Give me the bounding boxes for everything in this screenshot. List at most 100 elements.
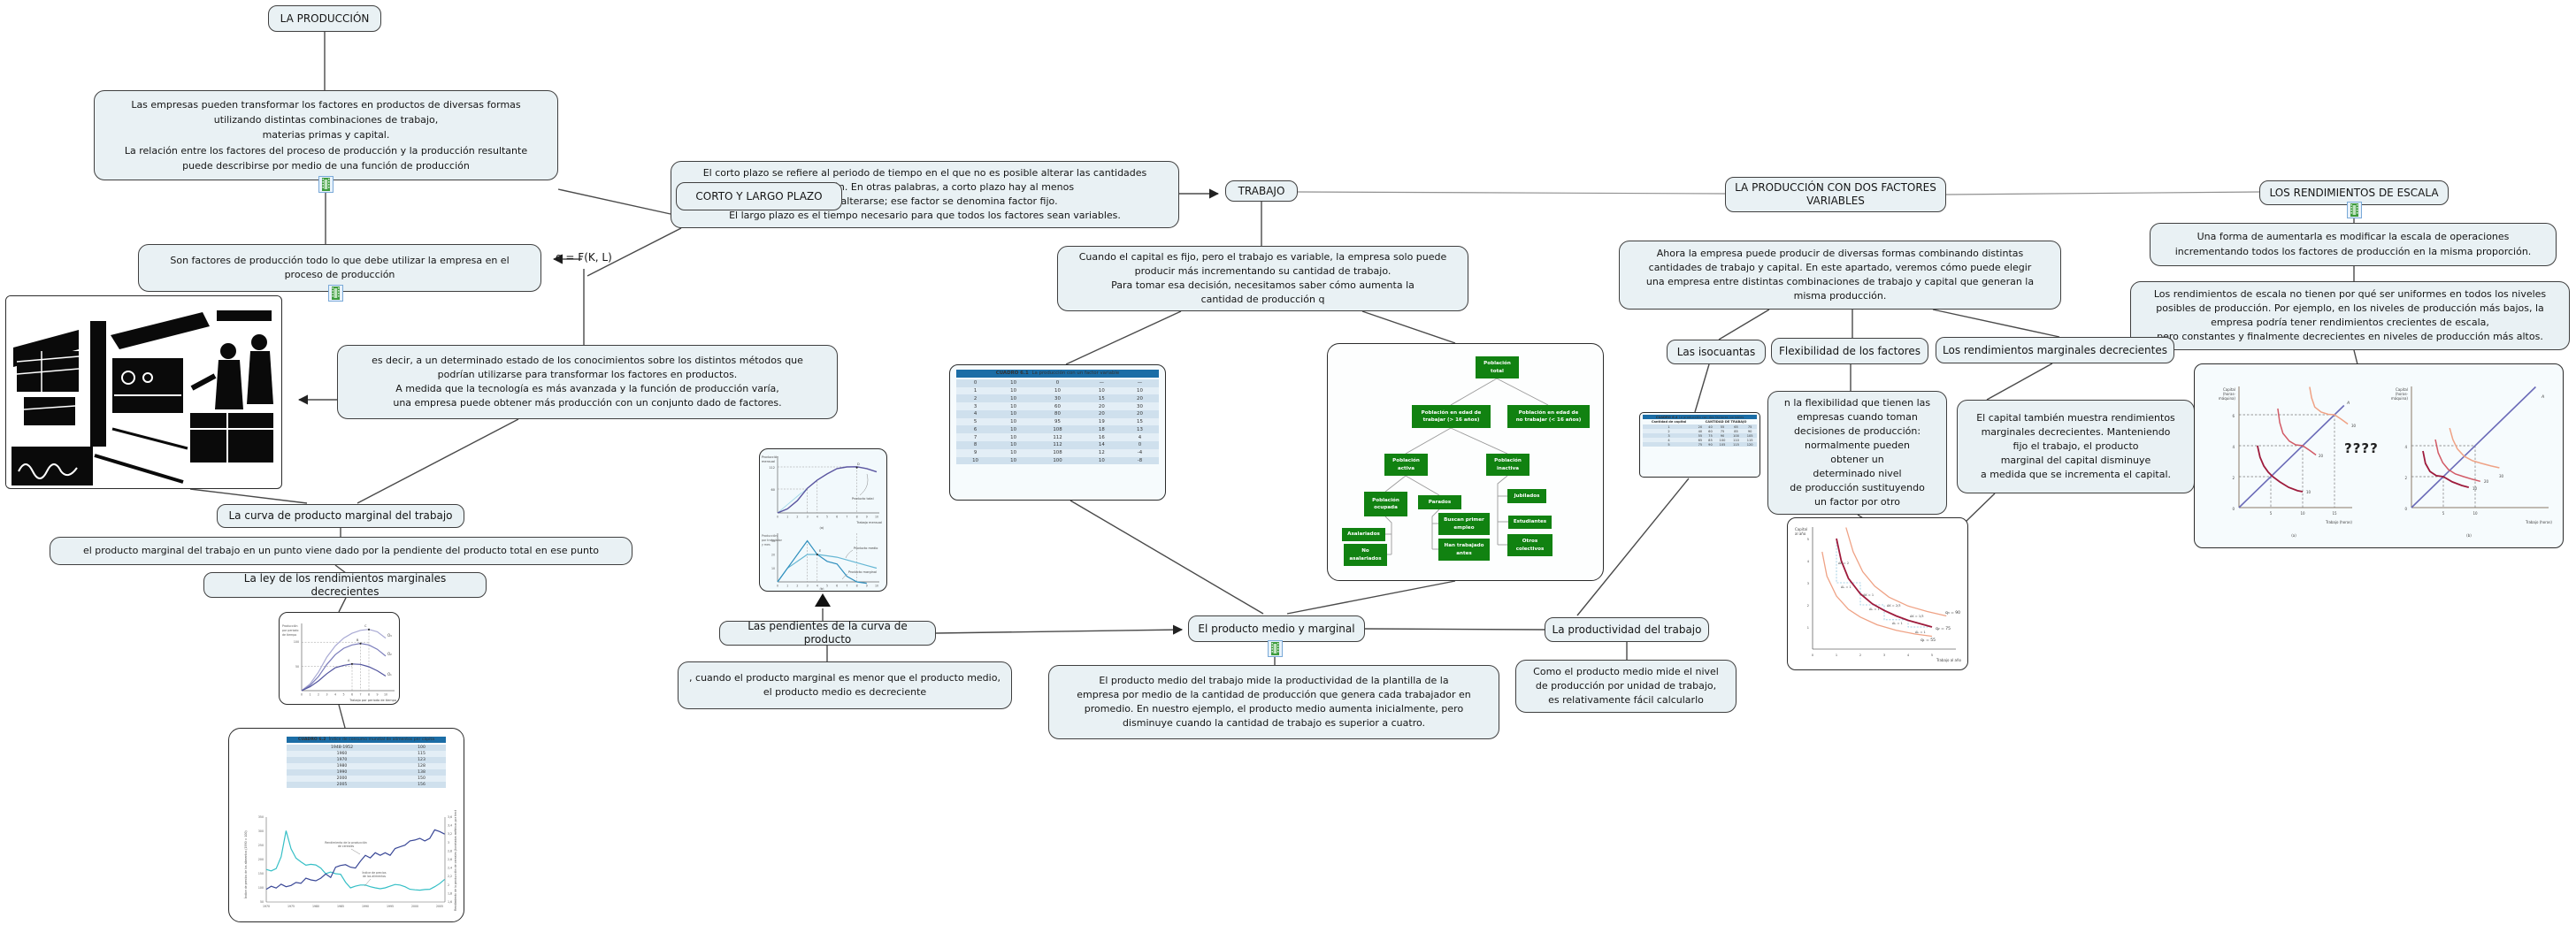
svg-text:de tiempo: de tiempo — [282, 633, 296, 637]
poblacion-flowchart-figure[interactable]: Población total Población en edad de tra… — [1327, 343, 1604, 581]
movie-resource-icon[interactable] — [328, 285, 343, 302]
connector — [338, 704, 346, 729]
textbox-capital-rendimientos-decrecientes[interactable]: El capital también muestra rendimientos … — [1957, 400, 2195, 493]
axis-tick-label: 4 — [1807, 560, 1810, 563]
connector — [334, 564, 347, 574]
movie-resource-icon[interactable] — [2347, 202, 2362, 218]
svg-text:A: A — [2346, 401, 2350, 406]
cuadro-6-1-table-figure[interactable]: CUADRO 6.1 La producción con un factor v… — [949, 364, 1166, 501]
node-isocuantas[interactable]: Las isocuantas — [1667, 340, 1766, 364]
connector — [1070, 500, 1264, 615]
axis-tick-label: 6 — [836, 516, 838, 519]
axis-tick-label: 4 — [1907, 654, 1910, 657]
node-productividad-trabajo[interactable]: La productividad del trabajo — [1545, 617, 1709, 642]
axis-tick-label: 5 — [1931, 654, 1933, 657]
axis-tick-label: 1 — [786, 516, 788, 519]
axis-tick-label: 4 — [2232, 445, 2235, 449]
svg-text:ΔK = 2/3: ΔK = 2/3 — [1887, 604, 1900, 608]
connector — [1694, 363, 1710, 413]
textbox-producto-medio-facil[interactable]: Como el producto medio mide el nivel de … — [1515, 660, 1736, 713]
movie-resource-icon[interactable] — [1268, 640, 1283, 657]
textbox-capital-fijo-trabajo-variable[interactable]: Cuando el capital es fijo, pero el traba… — [1057, 246, 1468, 311]
cuadro-6-2-figure[interactable]: CUADRO 6.2 Índice de consumo mundial de … — [228, 728, 464, 922]
svg-text:(horas-: (horas- — [2396, 392, 2409, 396]
axis-tick-label: 2 — [318, 693, 319, 697]
label-question-marks[interactable]: ???? — [2344, 440, 2379, 456]
axis-tick-label: 5 — [2442, 511, 2445, 516]
textbox-producto-medio-decreciente[interactable]: , cuando el producto marginal es menor q… — [678, 661, 1012, 709]
textbox-flexibilidad-detalle[interactable]: n la flexibilidad que tienen las empresa… — [1767, 391, 1947, 515]
svg-text:q₃ = 90: q₃ = 90 — [1945, 610, 1960, 615]
textbox-producto-medio-detalle[interactable]: El producto medio del trabajo mide la pr… — [1048, 665, 1499, 739]
svg-text:Producto total: Producto total — [852, 497, 874, 501]
textbox-producto-marginal-pendiente[interactable]: el producto marginal del trabajo en un p… — [50, 537, 632, 565]
node-curva-producto-marginal[interactable]: La curva de producto marginal del trabaj… — [217, 504, 464, 528]
textbox-estado-conocimientos[interactable]: es decir, a un determinado estado de los… — [337, 345, 838, 419]
fc-han-trabajado-antes: Han trabajado antes — [1438, 539, 1490, 561]
connector — [189, 488, 308, 504]
producto-total-chart-figure[interactable]: Producción mensual 112 60 D Producto tot… — [759, 448, 887, 592]
connector — [1945, 191, 2260, 195]
svg-text:ΔL = 1: ΔL = 1 — [1841, 585, 1852, 589]
producto-total-chart: Producción mensual 112 60 D Producto tot… — [762, 455, 882, 591]
node-rendimientos-marginales[interactable]: Los rendimientos marginales decrecientes — [1936, 337, 2174, 363]
textbox-empresas-transforman[interactable]: Las empresas pueden transformar los fact… — [94, 90, 558, 180]
svg-text:10: 10 — [2306, 490, 2312, 494]
node-corto-y-largo-plazo[interactable]: CORTO Y LARGO PLAZO — [676, 182, 842, 210]
node-pendientes-curva-producto[interactable]: Las pendientes de la curva de producto — [719, 620, 936, 646]
axis-tick-label: 6 — [2232, 414, 2235, 418]
svg-text:Rendimiento de la producción: Rendimiento de la producción — [325, 841, 367, 845]
label-funcion-produccion[interactable]: q = F(K, L) — [556, 251, 612, 264]
axis-tick-label: 3 — [807, 585, 809, 588]
node-trabajo[interactable]: TRABAJO — [1225, 180, 1298, 202]
svg-text:por trabajador: por trabajador — [762, 539, 783, 542]
fc-edad-trabajar: Población en edad de trabajar (> 16 años… — [1412, 405, 1491, 428]
axis-tick-label: 50 — [260, 900, 264, 904]
axis-tick-label: 200 — [258, 858, 264, 861]
connector — [1065, 310, 1182, 365]
node-la-produccion[interactable]: LA PRODUCCIÓN — [268, 5, 381, 32]
svg-text:ΔK = 1: ΔK = 1 — [1863, 593, 1874, 597]
axis-tick-label: 3,4 — [448, 824, 452, 828]
svg-text:20: 20 — [2319, 454, 2324, 458]
axis-tick-label: 5 — [2270, 511, 2273, 516]
svg-text:al año: al año — [1795, 531, 1806, 536]
axis-tick-label: 10 — [875, 585, 878, 588]
axis-tick-label: 2005 — [436, 905, 443, 908]
node-produccion-dos-factores[interactable]: LA PRODUCCIÓN CON DOS FACTORES VARIABLES — [1725, 177, 1946, 212]
node-producto-medio-marginal[interactable]: El producto medio y marginal — [1188, 615, 1365, 642]
svg-text:Producción: Producción — [282, 624, 297, 628]
textbox-factores-produccion[interactable]: Son factores de producción todo lo que d… — [138, 244, 541, 292]
textbox-escala-operaciones[interactable]: Una forma de aumentarla es modificar la … — [2150, 223, 2557, 266]
fc-edad-no-trabajar: Población en edad de no trabajar (< 16 a… — [1507, 405, 1590, 428]
axis-tick-label: 0 — [2404, 507, 2407, 511]
cuadro-6-4-table-figure[interactable]: CUADRO 6.4 La producción con dos factore… — [1639, 412, 1760, 478]
up-triangle-pointer — [815, 593, 831, 607]
node-flexibilidad-factores[interactable]: Flexibilidad de los factores — [1771, 338, 1928, 364]
movie-resource-icon[interactable] — [318, 176, 334, 193]
node-rendimientos-escala[interactable]: LOS RENDIMIENTOS DE ESCALA — [2259, 180, 2449, 205]
svg-text:C: C — [364, 624, 367, 628]
node-ley-rendimientos-decrecientes[interactable]: La ley de los rendimientos marginales de… — [203, 572, 487, 598]
textbox-ahora-empresa[interactable]: Ahora la empresa puede producir de diver… — [1619, 241, 2061, 310]
cuadro-6-4-subtitle: La producción con dos factores variables — [1678, 415, 1744, 419]
textbox-rendimientos-niveles[interactable]: Los rendimientos de escala no tienen por… — [2130, 281, 2570, 350]
axis-tick-label: 3 — [1883, 654, 1885, 657]
axis-tick-label: 15 — [2332, 511, 2337, 516]
factory-illustration[interactable] — [5, 295, 282, 489]
axis-tick-label: 3 — [1807, 582, 1809, 585]
